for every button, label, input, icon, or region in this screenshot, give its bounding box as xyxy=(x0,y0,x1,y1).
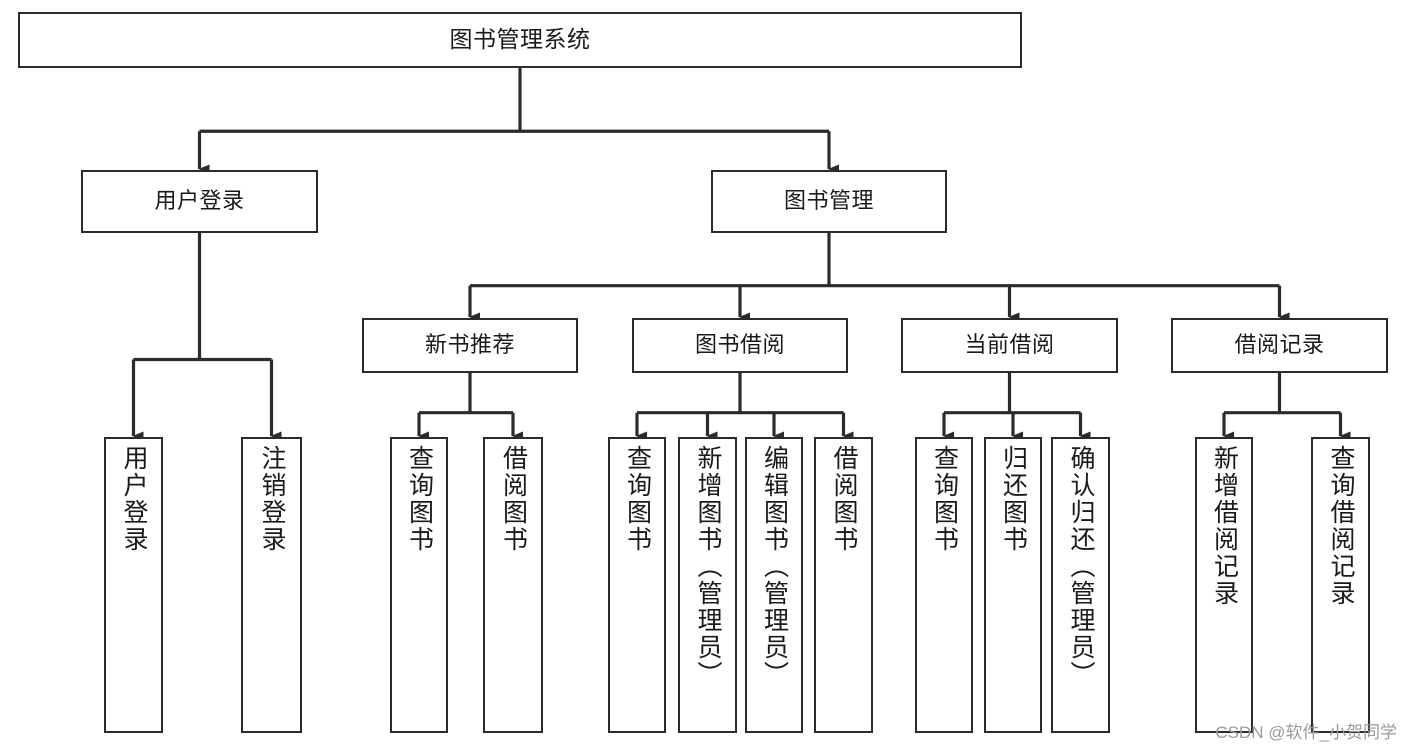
node-label: 编辑图书（管理员） xyxy=(760,445,789,688)
node-l4-1[interactable]: 注销登录 xyxy=(241,437,302,733)
node-l3-3[interactable]: 借阅记录 xyxy=(1171,318,1388,373)
node-l4-12[interactable]: 查询借阅记录 xyxy=(1311,437,1370,733)
node-label: 新书推荐 xyxy=(424,332,515,358)
node-l2-1[interactable]: 图书管理 xyxy=(711,170,947,233)
node-label: 借阅图书 xyxy=(499,445,528,553)
node-label: 图书借阅 xyxy=(694,332,785,358)
node-l3-0[interactable]: 新书推荐 xyxy=(362,318,578,373)
node-label: 用户登录 xyxy=(154,188,245,214)
node-l4-11[interactable]: 新增借阅记录 xyxy=(1195,437,1253,733)
node-l4-0[interactable]: 用户登录 xyxy=(104,437,163,733)
node-label: 新增借阅记录 xyxy=(1210,445,1239,607)
node-l4-4[interactable]: 查询图书 xyxy=(608,437,666,733)
node-label: 图书管理系统 xyxy=(449,26,591,53)
node-label: 查询图书 xyxy=(623,445,652,553)
node-l4-5[interactable]: 新增图书（管理员） xyxy=(678,437,737,733)
node-l4-3[interactable]: 借阅图书 xyxy=(483,437,543,733)
node-label: 确认归还（管理员） xyxy=(1067,445,1095,688)
node-label: 图书管理 xyxy=(783,188,874,214)
node-label: 借阅图书 xyxy=(830,445,858,553)
node-l2-0[interactable]: 用户登录 xyxy=(81,170,318,233)
node-label: 新增图书（管理员） xyxy=(694,445,722,688)
node-l3-2[interactable]: 当前借阅 xyxy=(901,318,1118,373)
node-l4-7[interactable]: 借阅图书 xyxy=(814,437,873,733)
node-label: 注销登录 xyxy=(258,445,286,553)
node-root[interactable]: 图书管理系统 xyxy=(18,12,1022,68)
node-label: 查询图书 xyxy=(405,445,434,553)
node-label: 查询图书 xyxy=(930,445,959,553)
node-l4-8[interactable]: 查询图书 xyxy=(915,437,973,733)
node-label: 归还图书 xyxy=(999,445,1028,553)
node-l4-9[interactable]: 归还图书 xyxy=(984,437,1042,733)
node-label: 用户登录 xyxy=(120,445,148,553)
node-l4-2[interactable]: 查询图书 xyxy=(390,437,448,733)
node-label: 当前借阅 xyxy=(964,332,1055,358)
node-label: 查询借阅记录 xyxy=(1327,445,1355,607)
node-l4-6[interactable]: 编辑图书（管理员） xyxy=(745,437,803,733)
node-label: 借阅记录 xyxy=(1234,332,1325,358)
node-l4-10[interactable]: 确认归还（管理员） xyxy=(1051,437,1110,733)
node-l3-1[interactable]: 图书借阅 xyxy=(632,318,848,373)
tree-connectors xyxy=(131,68,1351,441)
